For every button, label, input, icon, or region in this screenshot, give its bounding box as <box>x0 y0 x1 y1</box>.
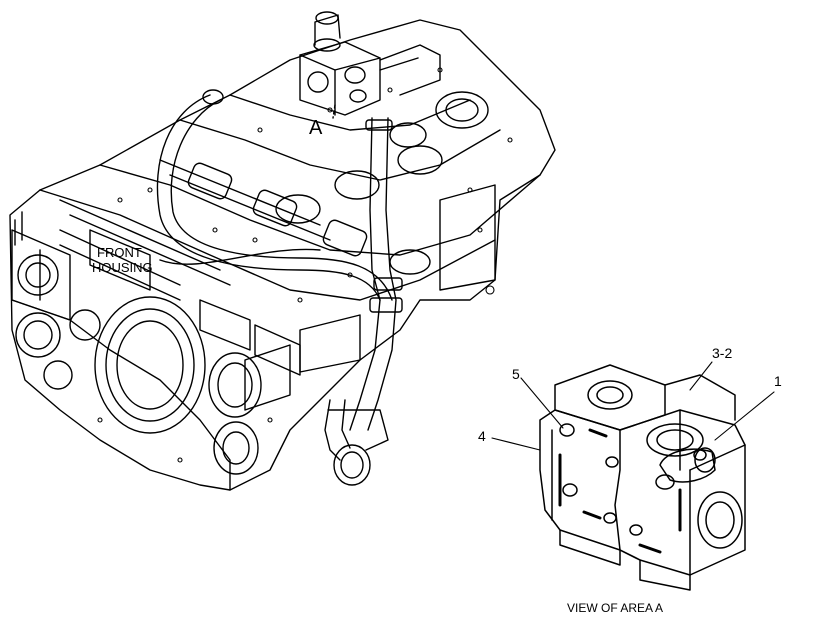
callout-5: 5 <box>512 366 520 382</box>
area-a-marker: A <box>309 117 323 139</box>
leader-5 <box>520 377 564 429</box>
callout-3-2: 3-2 <box>712 345 733 361</box>
engine-block-drawing <box>9 19 556 491</box>
leader-1 <box>714 391 775 441</box>
callout-1: 1 <box>774 373 782 389</box>
leader-3-2 <box>689 361 713 391</box>
callout-4: 4 <box>478 428 486 444</box>
valve-block-on-engine <box>299 11 441 119</box>
leader-lines <box>491 361 775 451</box>
front-housing-label-line-1: FRONT <box>97 245 142 260</box>
view-caption: VIEW OF AREA A <box>567 601 664 615</box>
area-a-detail-view <box>539 364 746 591</box>
leader-4 <box>491 437 541 451</box>
front-housing-label-line-2: HOUSING <box>92 260 153 275</box>
hose-lines <box>156 89 403 486</box>
